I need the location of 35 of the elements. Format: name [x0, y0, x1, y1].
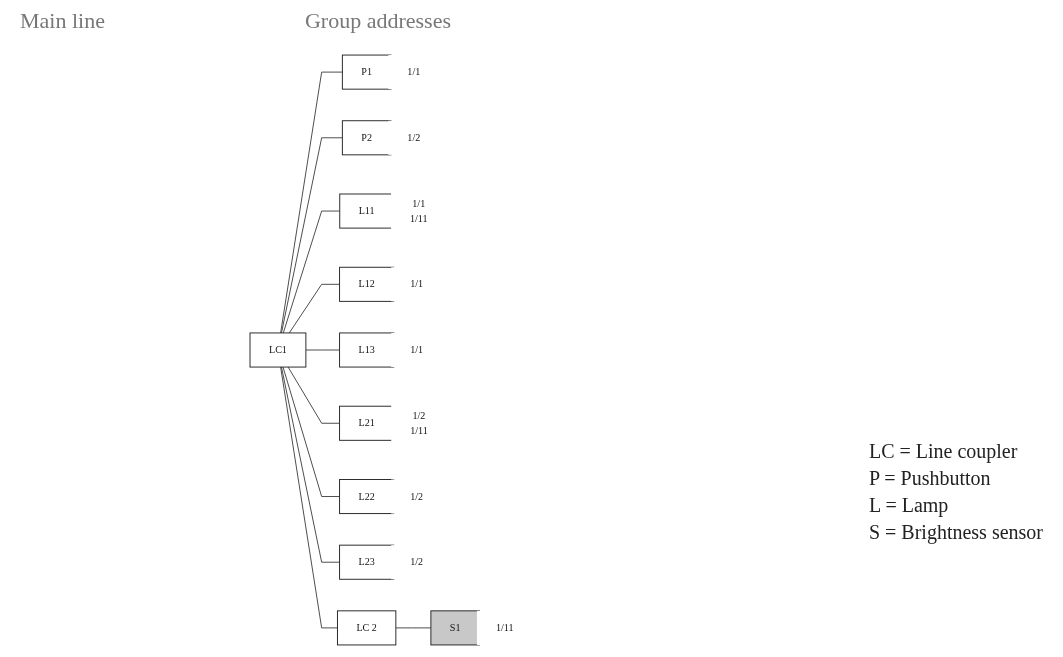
node-box: S1 — [430, 610, 480, 646]
connector — [281, 137, 343, 334]
connector — [282, 366, 341, 497]
node-box: L12 — [339, 266, 395, 302]
node-label: 1/2 — [407, 132, 421, 143]
connector — [288, 283, 341, 334]
connector — [305, 349, 341, 351]
node-label: 1/11 — [410, 425, 428, 436]
key-entry: S = Brightness sensor — [868, 521, 1043, 544]
node-box: LC1 — [249, 332, 307, 368]
connector — [282, 210, 341, 334]
node-box: L13 — [339, 332, 395, 368]
node-label: 1/1 — [410, 344, 424, 356]
key-entry: L = Lamp — [868, 494, 950, 517]
node-label: 1/1 — [410, 278, 424, 290]
connector — [280, 71, 343, 334]
node-label: 1/1 — [412, 197, 426, 209]
heading-label: Group addresses — [304, 8, 451, 34]
heading-label: Main line — [20, 8, 105, 34]
key-entry: LC = Line coupler — [868, 440, 1019, 463]
connector — [287, 366, 341, 424]
node-label: 1/2 — [410, 556, 424, 568]
node-label: 1/2 — [412, 410, 426, 421]
node-box: P2 — [341, 120, 392, 156]
connector — [280, 366, 338, 629]
key-entry: P = Pushbutton — [868, 467, 992, 490]
node-box: P1 — [341, 54, 392, 90]
connector — [281, 366, 341, 563]
node-box: LC 2 — [337, 610, 397, 646]
node-label: 1/11 — [409, 212, 428, 224]
node-box: L23 — [339, 544, 395, 580]
connector — [395, 627, 432, 629]
node-label: 1/2 — [410, 490, 424, 502]
node-label: 1/11 — [495, 622, 514, 633]
node-label: 1/1 — [407, 66, 421, 78]
